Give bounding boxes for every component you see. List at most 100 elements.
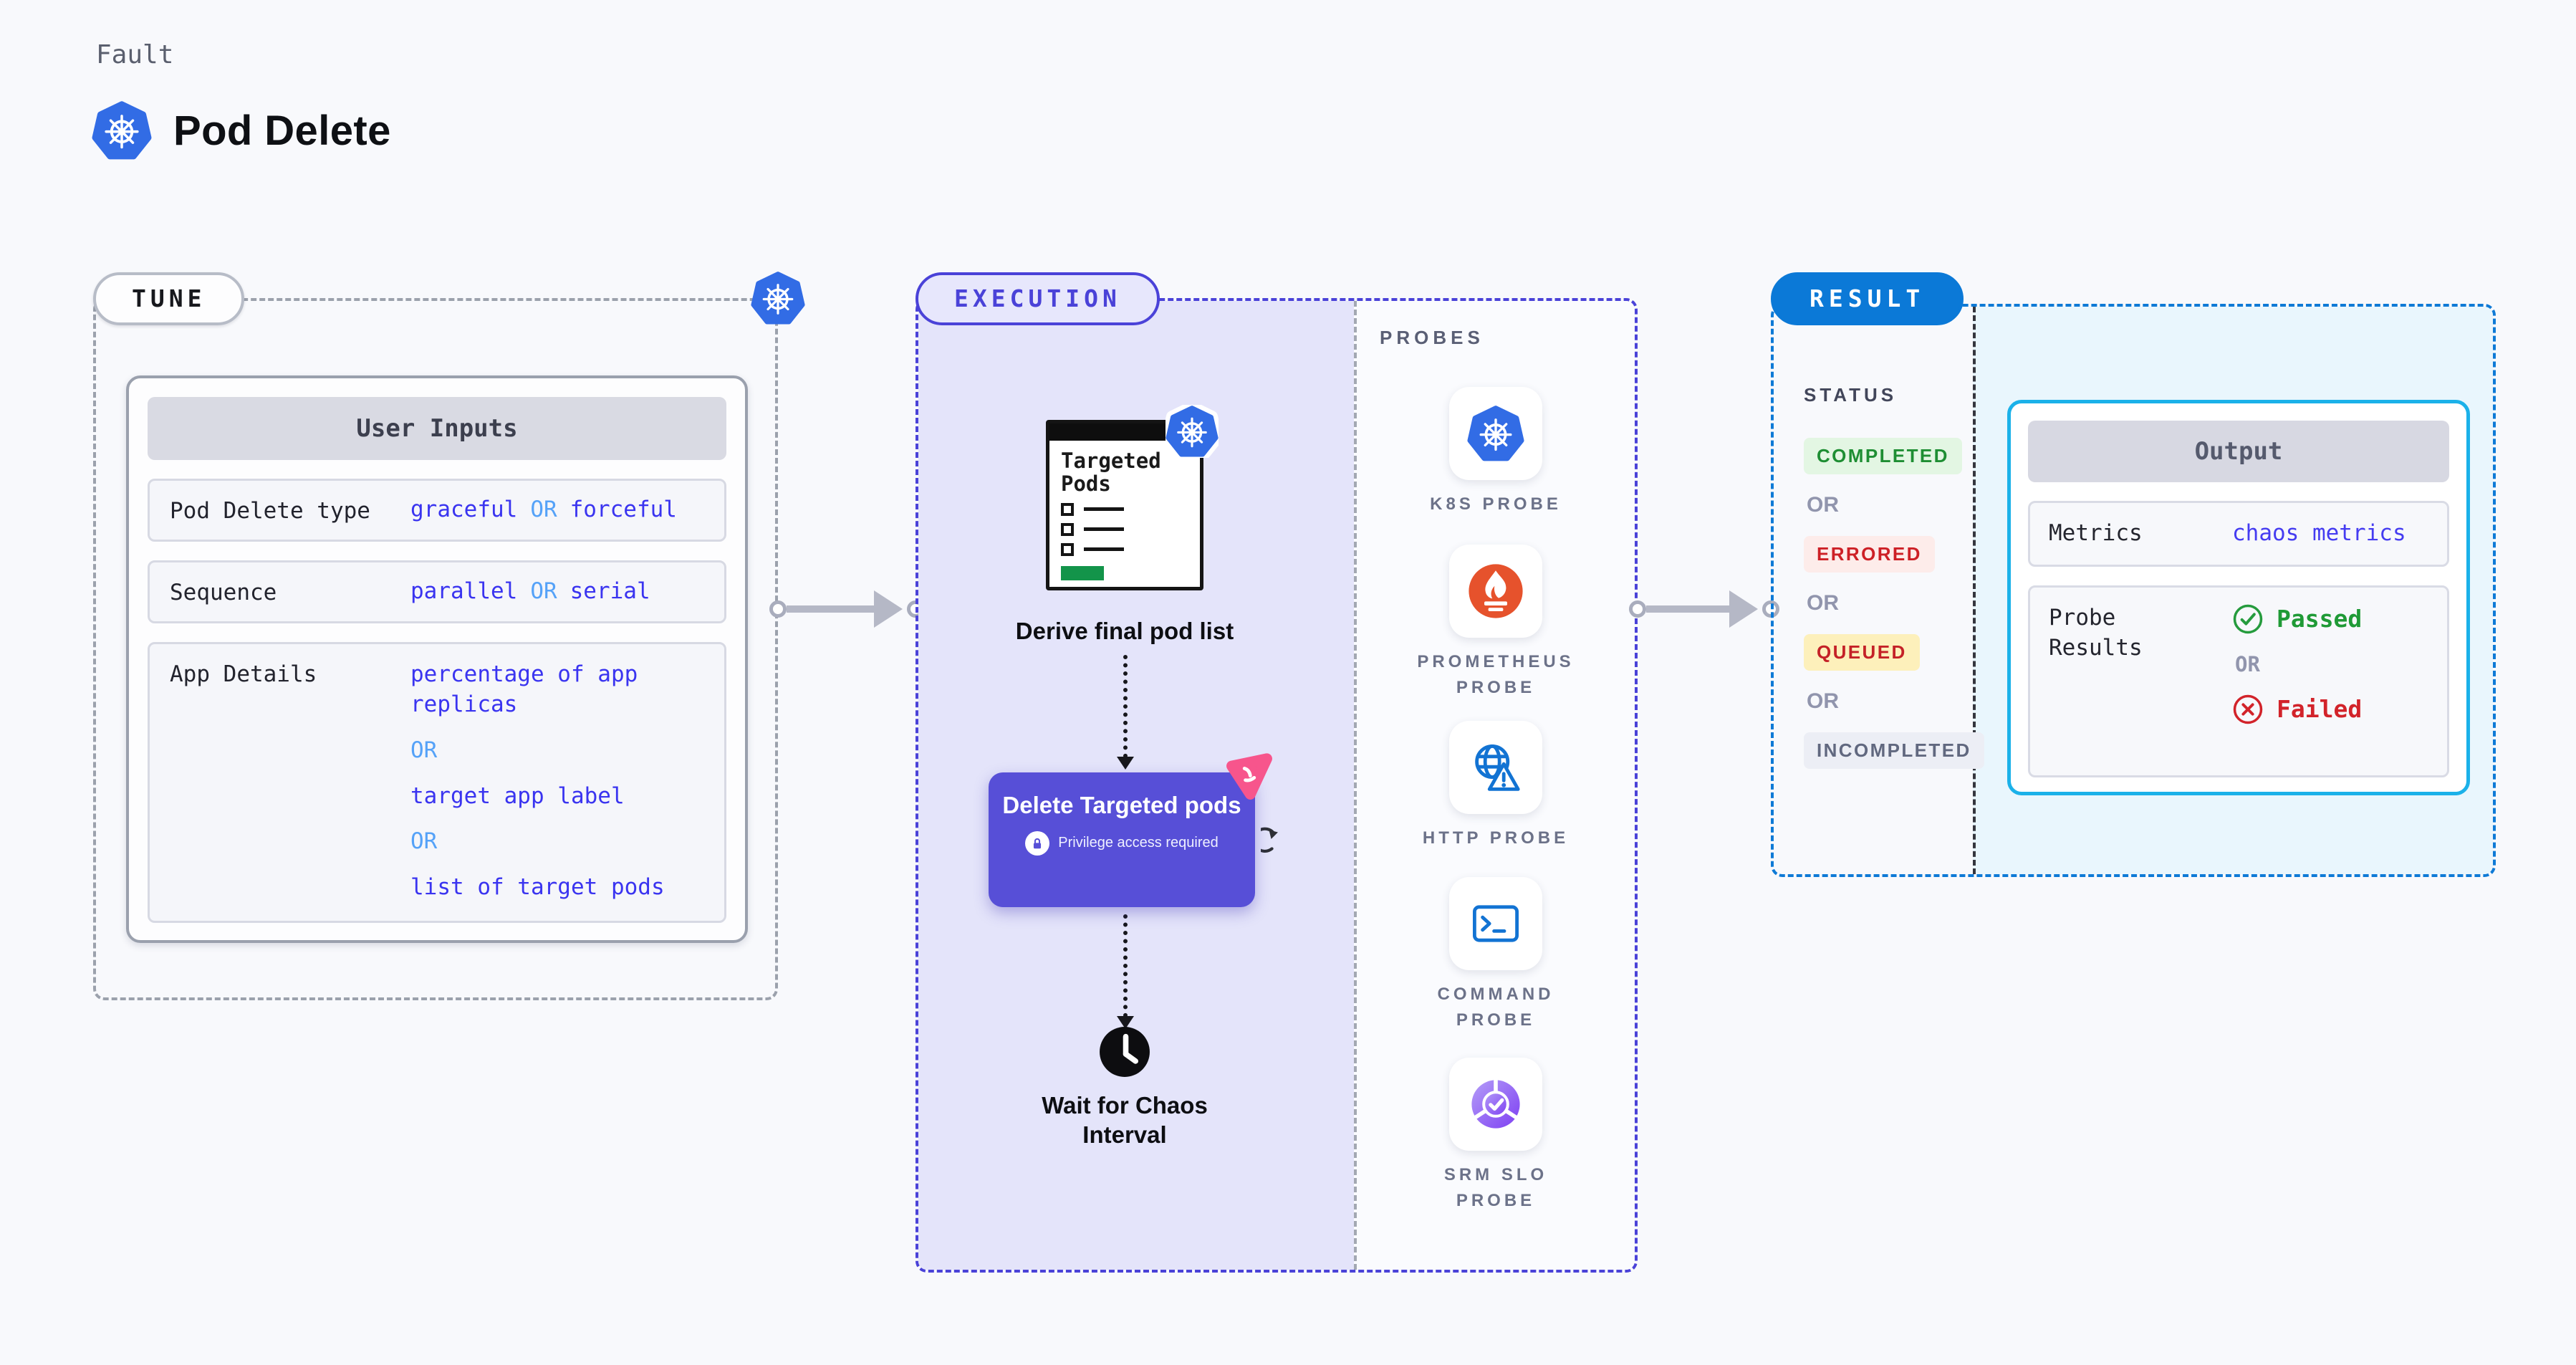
input-value: graceful: [410, 497, 518, 522]
output-row-metrics: Metrics chaos metrics: [2028, 501, 2449, 567]
result-output-region: Output Metrics chaos metrics Probe Resul…: [1973, 307, 2493, 874]
input-value: target app label: [410, 782, 625, 809]
status-badge-queued: QUEUED: [1804, 634, 1920, 671]
probe-label: HTTP PROBE: [1422, 828, 1570, 848]
kubernetes-icon: [751, 271, 805, 325]
arrow-head: [874, 590, 903, 628]
input-values: parallel OR serial: [410, 578, 663, 604]
srm-slo-donut-check-icon: [1471, 1077, 1520, 1129]
command-terminal-icon: [1473, 905, 1519, 942]
pod-list-item: [1061, 542, 1188, 556]
input-value: serial: [569, 578, 650, 604]
input-label: Pod Delete type: [170, 498, 370, 524]
tune-stage-box: [93, 298, 778, 1000]
input-value: list of target pods: [410, 874, 665, 901]
wait-for-chaos-interval-label: Wait for Chaos Interval: [1042, 1092, 1208, 1149]
list-line: [1084, 507, 1124, 512]
probe-item-prometheus: PROMETHEUS PROBE: [1357, 545, 1635, 701]
lock-icon: [1025, 830, 1050, 856]
input-row-sequence: Sequence parallel OR serial: [148, 560, 726, 623]
command-probe-card: [1449, 877, 1542, 970]
progress-bar: [1061, 565, 1104, 580]
kubernetes-icon: [92, 100, 152, 161]
probe-label: COMMAND PROBE: [1437, 985, 1554, 1030]
input-value: parallel: [410, 578, 518, 604]
result-status-column: STATUS COMPLETED OR ERRORED OR QUEUED OR…: [1774, 307, 1984, 874]
or-separator: OR: [410, 737, 438, 763]
result-stage-box: Output Metrics chaos metrics Probe Resul…: [1771, 304, 2496, 877]
status-badge-completed: COMPLETED: [1804, 438, 1962, 474]
probe-results-values: Passed OR Failed: [2232, 603, 2428, 760]
clock-icon: [1100, 1027, 1150, 1077]
flow-arrow-down: [1117, 655, 1134, 770]
or-separator: OR: [1807, 493, 1839, 517]
or-separator: OR: [410, 828, 438, 855]
or-separator: OR: [530, 578, 557, 604]
privilege-note: Privilege access required: [1058, 835, 1219, 851]
input-value: percentage of app replicas: [410, 661, 638, 717]
arrow-head: [1729, 590, 1758, 628]
connector-dot: [769, 600, 787, 618]
prometheus-icon: [1469, 564, 1523, 618]
probe-item-command: COMMAND PROBE: [1357, 877, 1635, 1033]
pod-list-item: [1061, 522, 1188, 536]
targeted-pods-title: Targeted Pods: [1061, 449, 1161, 497]
delete-targeted-pods-step: Delete Targeted pods Privilege access re…: [989, 753, 1272, 907]
delete-step-label: Delete Targeted pods: [1002, 792, 1241, 818]
derive-pod-list-label: Derive final pod list: [1015, 618, 1234, 644]
probe-item-k8s: K8S PROBE: [1357, 387, 1635, 517]
failed-line: Failed: [2232, 694, 2428, 725]
fault-kicker: Fault: [96, 40, 174, 70]
probe-item-http: HTTP PROBE: [1357, 721, 1635, 851]
output-card: Output Metrics chaos metrics Probe Resul…: [2007, 400, 2470, 795]
kubernetes-icon: [1166, 405, 1219, 458]
or-separator: OR: [530, 497, 557, 522]
list-line: [1084, 527, 1124, 532]
prometheus-probe-card: [1449, 545, 1542, 638]
http-probe-card: [1449, 721, 1542, 814]
kubernetes-icon: [1467, 405, 1524, 462]
execution-to-result-arrow: [1629, 590, 1779, 628]
failed-label: Failed: [2277, 695, 2363, 724]
output-row-probe-results: Probe Results Passed OR: [2028, 585, 2449, 777]
input-row-app-details: App Details percentage of app replicas O…: [148, 642, 726, 923]
status-header: STATUS: [1804, 384, 1898, 406]
status-badge-incompleted: INCOMPLETED: [1804, 732, 1984, 769]
probe-label: SRM SLO PROBE: [1443, 1165, 1548, 1210]
output-label: Probe Results: [2049, 603, 2232, 760]
targeted-pods-window-icon: Targeted Pods: [1046, 405, 1219, 590]
check-circle-icon: [2233, 604, 2263, 634]
probe-label: K8S PROBE: [1430, 494, 1562, 514]
user-inputs-header: User Inputs: [148, 397, 726, 460]
arrow-shaft: [1646, 605, 1736, 613]
metrics-value: chaos metrics: [2232, 520, 2406, 546]
checkbox-icon: [1061, 502, 1074, 516]
or-separator: OR: [2235, 651, 2260, 676]
tune-stage-pill: TUNE: [93, 272, 245, 325]
execution-stage-pill: EXECUTION: [915, 272, 1160, 325]
input-label: App Details: [170, 661, 317, 687]
srm-slo-probe-card: [1449, 1058, 1542, 1151]
http-globe-warning-icon: [1475, 744, 1520, 791]
or-separator: OR: [1807, 591, 1839, 615]
input-row-pod-delete-type: Pod Delete type graceful OR forceful: [148, 479, 726, 542]
probe-label: PROMETHEUS PROBE: [1417, 652, 1575, 697]
passed-line: Passed: [2232, 603, 2428, 635]
chaos-litmus-icon: [1226, 753, 1272, 800]
passed-label: Passed: [2277, 605, 2363, 633]
pod-list-item: [1061, 502, 1188, 516]
fault-title-row: Pod Delete: [92, 100, 391, 161]
probes-header: PROBES: [1380, 327, 1484, 348]
input-values: percentage of app replicas OR target app…: [410, 660, 704, 903]
arrow-shaft: [787, 605, 881, 613]
x-circle-icon: [2233, 694, 2263, 724]
checkbox-icon: [1061, 542, 1074, 556]
input-values: graceful OR forceful: [410, 497, 690, 522]
or-separator: OR: [1807, 689, 1839, 713]
input-value: forceful: [569, 497, 677, 522]
retry-loop-icon: [1261, 827, 1278, 853]
probe-results-label: Probe Results: [2049, 604, 2143, 661]
input-label: Sequence: [170, 580, 277, 605]
